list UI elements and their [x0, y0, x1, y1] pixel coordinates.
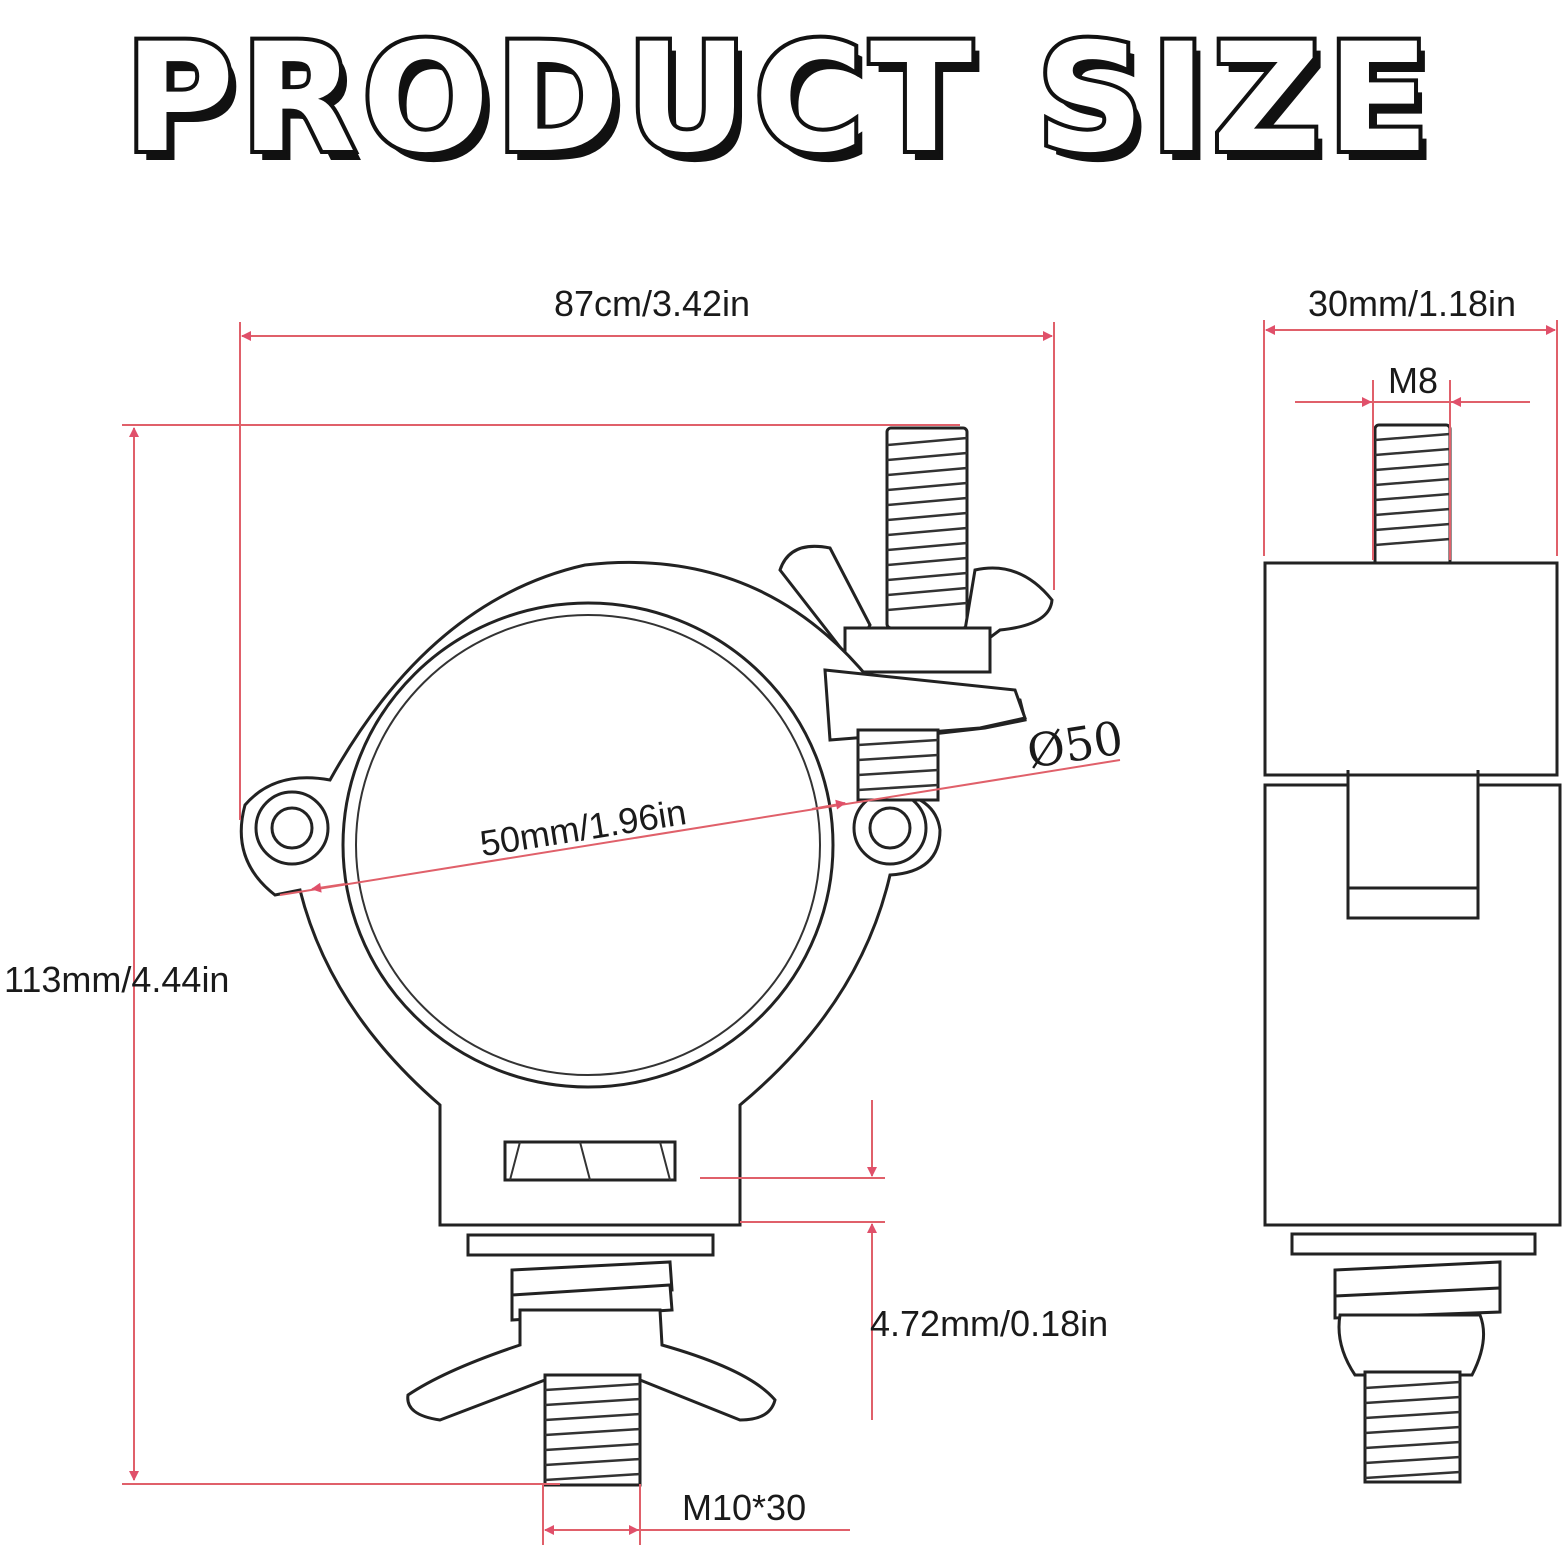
side-view: 30mm/1.18in M8 [1263, 283, 1562, 1484]
front-view: 87cm/3.42in 113mm/4.44in 50mm/1.96in Ø50… [4, 283, 1127, 1545]
side-lower-block [1263, 770, 1562, 1227]
page-title: PRODUCT SIZE PRODUCT SIZE [121, 8, 1444, 196]
bolt-m8-label: M8 [1388, 360, 1438, 401]
side-upper-block [1263, 561, 1559, 777]
bottom-hardware [406, 1233, 777, 1487]
svg-text:PRODUCT SIZE: PRODUCT SIZE [133, 22, 1444, 196]
svg-text:PRODUCT SIZE: PRODUCT SIZE [125, 12, 1436, 186]
width-label: 87cm/3.42in [554, 283, 750, 324]
plate-thickness-label: 4.72mm/0.18in [870, 1303, 1108, 1344]
side-width-label: 30mm/1.18in [1308, 283, 1516, 324]
side-dimension-lines [1263, 320, 1558, 560]
front-dimension-lines [122, 322, 1121, 1545]
side-bottom-hardware [1290, 1232, 1537, 1484]
height-label: 113mm/4.44in [4, 959, 229, 1000]
side-top-bolt [1373, 423, 1452, 567]
bolt-m10-label: M10*30 [682, 1487, 806, 1528]
top-bolt [885, 426, 969, 630]
diameter-symbol-label: Ø50 [1023, 710, 1127, 778]
top-wing-nut [778, 544, 1054, 674]
